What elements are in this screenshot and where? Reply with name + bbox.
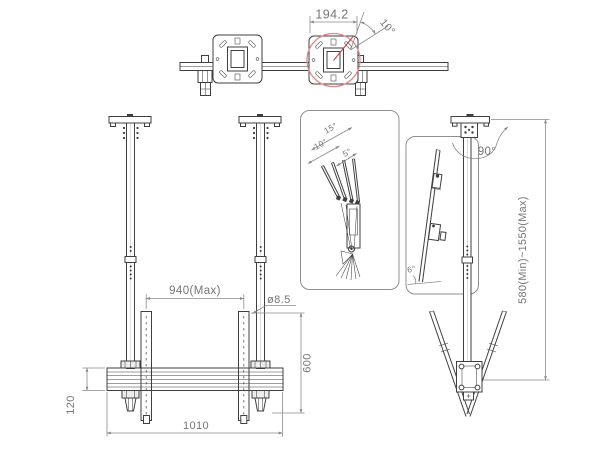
- tilt-angle-15-label: 15°: [322, 120, 339, 135]
- dim-side-tilt-angle: 6°: [406, 263, 442, 285]
- dim-drop-range: 580(Min)~1550(Max): [483, 119, 550, 381]
- rotation-highlight-circle: [306, 32, 361, 88]
- dim-plate-width: 194.2: [309, 8, 358, 33]
- pole-spacing-label: 940(Max): [169, 285, 221, 297]
- tilt-arms: [321, 158, 361, 206]
- tilt-detail-inset: 15° 10° 5°: [300, 110, 400, 290]
- dim-pole-spacing: 940(Max): [145, 285, 245, 309]
- side-tilt-inset: 6°: [405, 136, 479, 295]
- tilted-bracket-profile: [418, 149, 447, 283]
- drop-range-label: 580(Min)~1550(Max): [517, 196, 529, 304]
- dim-bracket-height: 600: [251, 312, 314, 414]
- side-ceiling-plate: [450, 114, 490, 138]
- dim-hole-diameter: ø8.5: [252, 294, 296, 314]
- tilt-angle-10-label: 10°: [312, 136, 329, 151]
- bar-length-label: 1010: [183, 420, 209, 432]
- tilt-angle-5-label: 5°: [341, 146, 353, 159]
- top-view: 194.2 10°: [179, 8, 449, 96]
- vesa-plate-left: [212, 34, 263, 84]
- bracket-height-label: 600: [302, 353, 314, 373]
- dim-tilt-angles: 15° 10° 5°: [307, 120, 357, 167]
- front-view: 940(Max) ø8.5 600 120 1010: [65, 114, 314, 437]
- tv-rail-left: [140, 311, 152, 424]
- rotation-angle-label: 10°: [377, 17, 397, 38]
- side-pole: [461, 137, 473, 363]
- side-view: 90°: [429, 114, 550, 417]
- pole-right: [252, 122, 269, 369]
- dim-bar-length: 1010: [106, 392, 283, 437]
- rail-clamp-left: [197, 55, 213, 96]
- hole-diameter-label: ø8.5: [267, 294, 291, 306]
- dim-bar-height: 120: [65, 367, 105, 415]
- bar-height-label: 120: [65, 395, 77, 415]
- tv-rail-right: [238, 311, 250, 424]
- side-pivot-cluster: [456, 361, 483, 401]
- bar-clamp-left: [120, 360, 141, 412]
- dim-swivel-angle: 90°: [452, 126, 509, 159]
- crossbar: [106, 367, 284, 391]
- tilt-pivot-bracket: [335, 202, 361, 281]
- plate-width-label: 194.2: [315, 8, 348, 22]
- swivel-angle-label: 90°: [478, 146, 497, 158]
- pole-left: [122, 122, 139, 369]
- bar-clamp-right: [250, 360, 271, 412]
- rotation-indicator-line: [333, 35, 354, 61]
- side-tilt-angle-label: 6°: [406, 263, 416, 274]
